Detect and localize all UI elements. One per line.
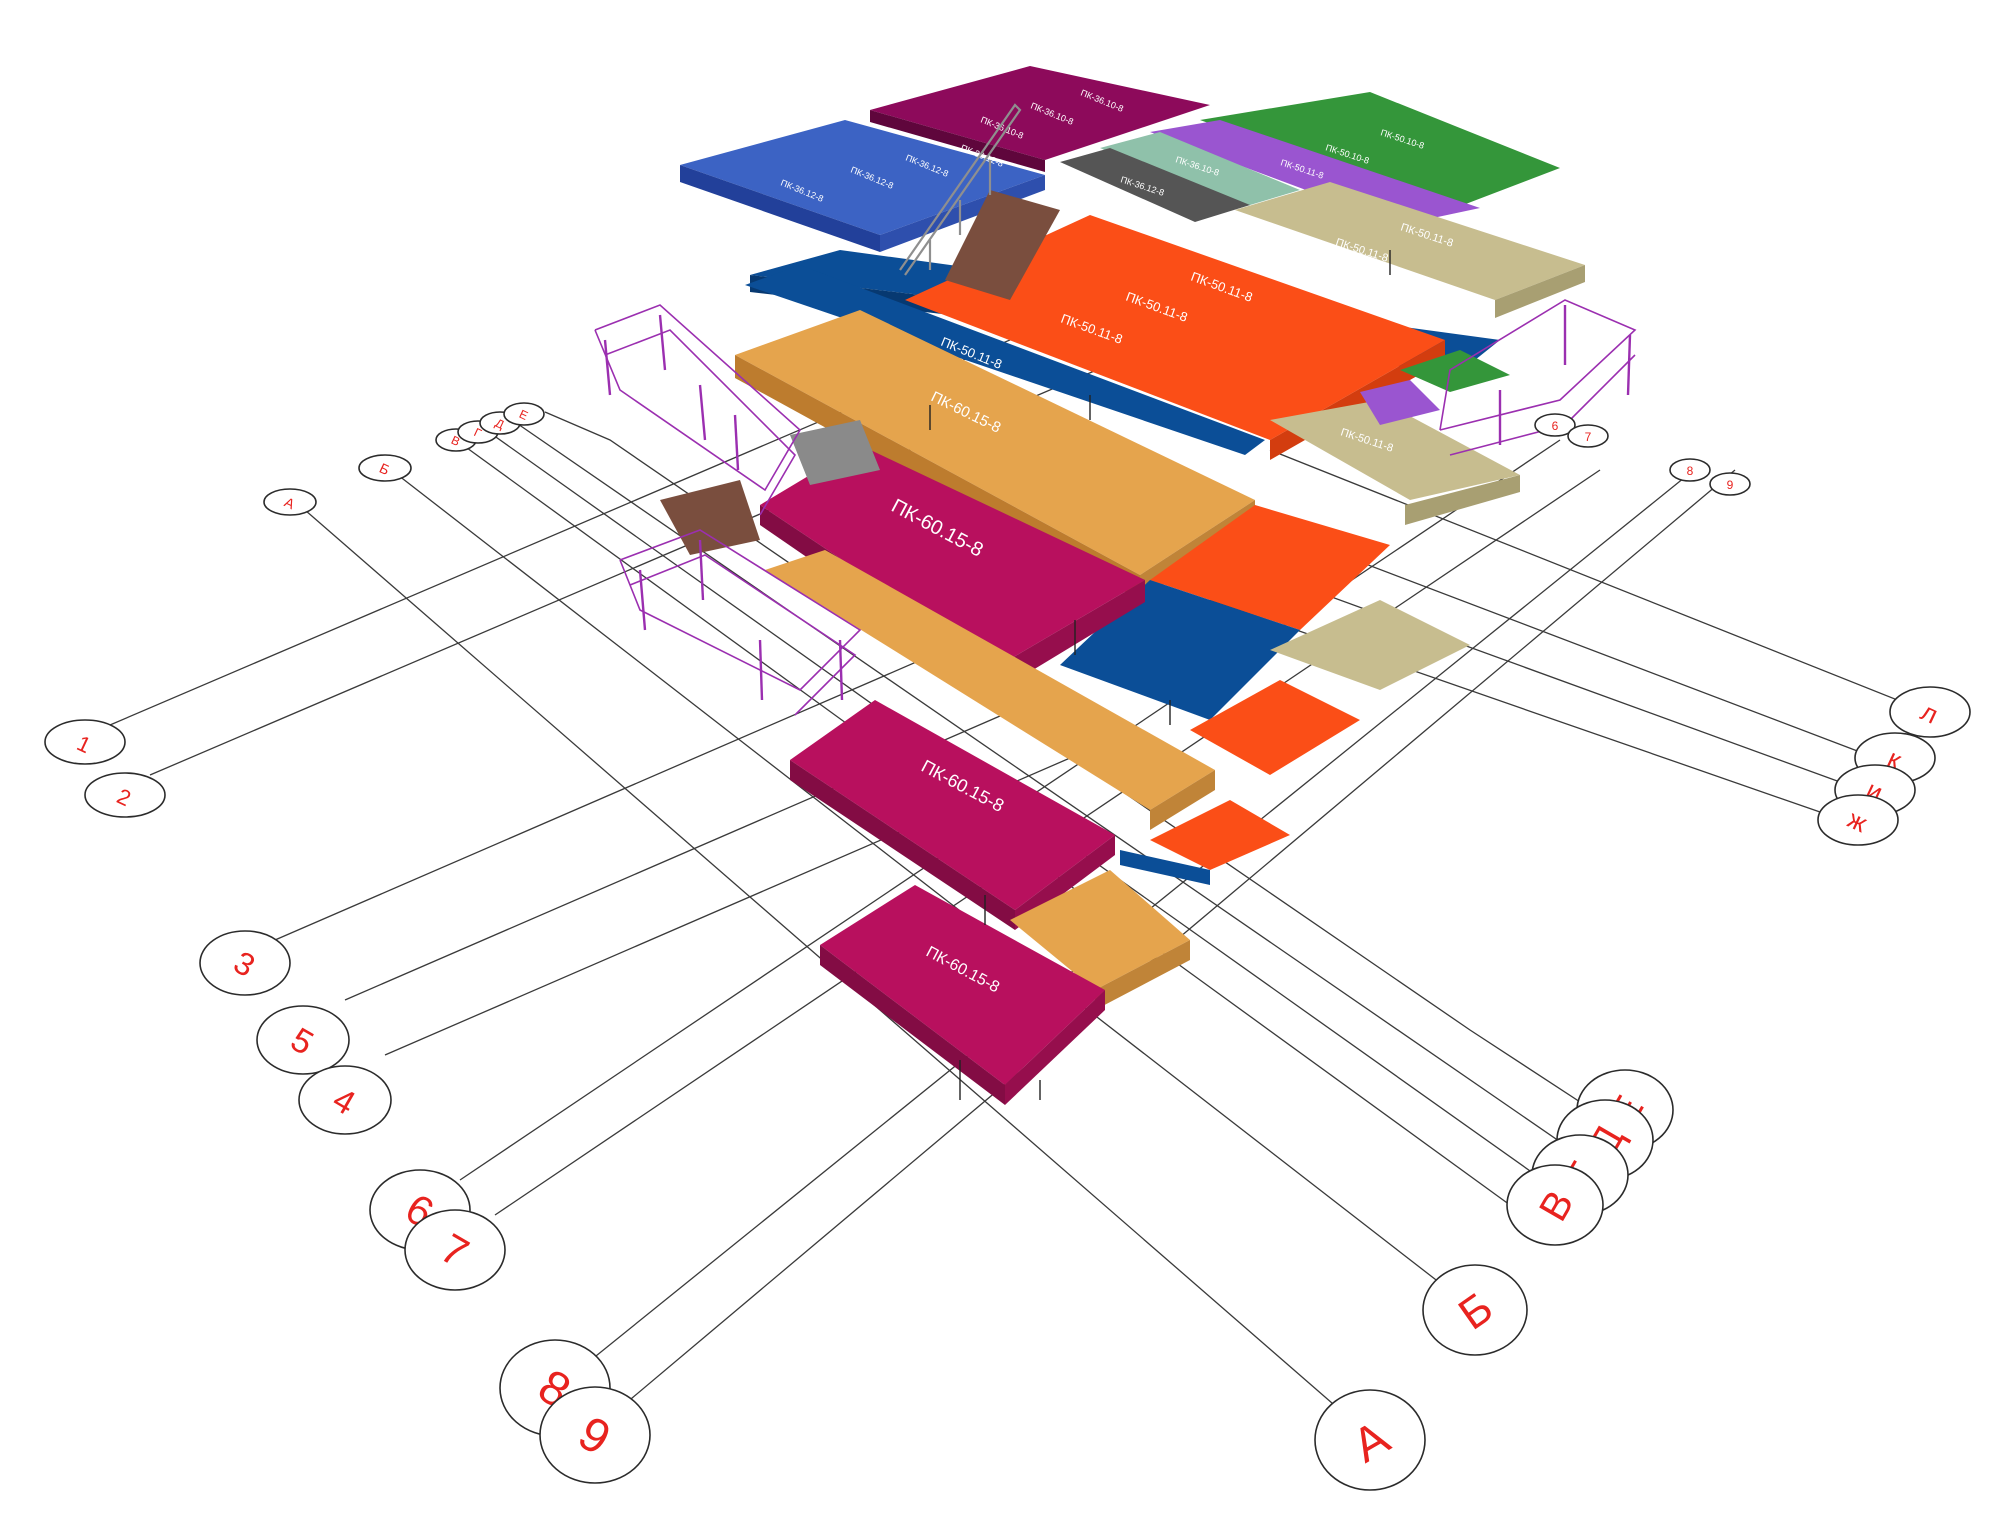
railings	[594, 299, 1637, 716]
slab-tan-big[interactable]	[735, 310, 1255, 575]
stair	[660, 103, 1060, 555]
slab-top-gray[interactable]	[1060, 148, 1250, 222]
slab-top-khaki[interactable]	[1235, 182, 1585, 300]
axis-bubble-left-4[interactable]: 4	[298, 1065, 392, 1135]
slab-tan-bottom[interactable]	[1010, 870, 1190, 990]
axis-bubble-br-b[interactable]: Б	[1422, 1264, 1528, 1356]
slab-mid-khaki[interactable]	[1270, 400, 1520, 500]
axis-bubble-far-6[interactable]: 6	[1534, 413, 1576, 437]
slab-navy-mid[interactable]	[745, 265, 1265, 455]
axis-bubble-left-2[interactable]: 2	[84, 772, 166, 818]
slab-crimson-2[interactable]	[790, 700, 1115, 910]
axis-bubble-far-b[interactable]: Б	[358, 454, 412, 482]
axis-bubble-far-8[interactable]: 8	[1669, 458, 1711, 482]
slab-stack: ПК-36.10-8 ПК-36.10-8 ПК-36.10-8 ПК-36.1…	[680, 66, 1585, 1105]
slab-crimson-3[interactable]	[820, 885, 1105, 1085]
slab-top-green[interactable]	[1200, 92, 1560, 210]
axis-bubble-far-a[interactable]: А	[263, 488, 317, 516]
slab-low-green[interactable]	[1400, 350, 1510, 392]
axis-bubble-left-3[interactable]: 3	[199, 930, 291, 996]
axis-bubble-left-9[interactable]: 9	[539, 1386, 651, 1484]
axis-bubble-far-9[interactable]: 9	[1709, 472, 1751, 496]
slab-ticks	[929, 250, 1391, 1100]
axis-bubble-right-zh[interactable]: ж	[1817, 794, 1899, 846]
axis-label: 9	[1727, 478, 1734, 492]
slab-orange-top[interactable]	[905, 215, 1445, 440]
axis-label: 8	[1687, 464, 1694, 478]
slab-orange-low[interactable]	[1190, 680, 1360, 775]
axis-bubble-far-e[interactable]: Е	[503, 402, 545, 426]
slab-top-violet[interactable]	[1150, 120, 1480, 225]
axis-bubbles: А Б В Г Д Е 6 7	[44, 402, 1971, 1491]
axis-bubble-right-l[interactable]: л	[1889, 686, 1971, 738]
axis-bubble-br-a[interactable]: А	[1314, 1389, 1426, 1491]
axis-label: 6	[1552, 419, 1559, 433]
axis-bubble-far-7[interactable]: 7	[1567, 424, 1609, 448]
axis-label: 7	[1585, 430, 1592, 444]
axis-bubble-br-v[interactable]: В	[1506, 1164, 1604, 1246]
axis-bubble-left-5[interactable]: 5	[256, 1005, 350, 1075]
slab-top-purple[interactable]	[870, 66, 1210, 160]
slab-top-mint[interactable]	[1100, 132, 1300, 208]
axis-bubble-left-1[interactable]: 1	[44, 719, 126, 765]
slab-orange-mid[interactable]	[1150, 505, 1390, 630]
axis-bubble-left-7[interactable]: 7	[404, 1209, 506, 1291]
slab-tan-mid[interactable]	[765, 550, 1215, 810]
slab-crimson-1[interactable]	[760, 445, 1145, 665]
